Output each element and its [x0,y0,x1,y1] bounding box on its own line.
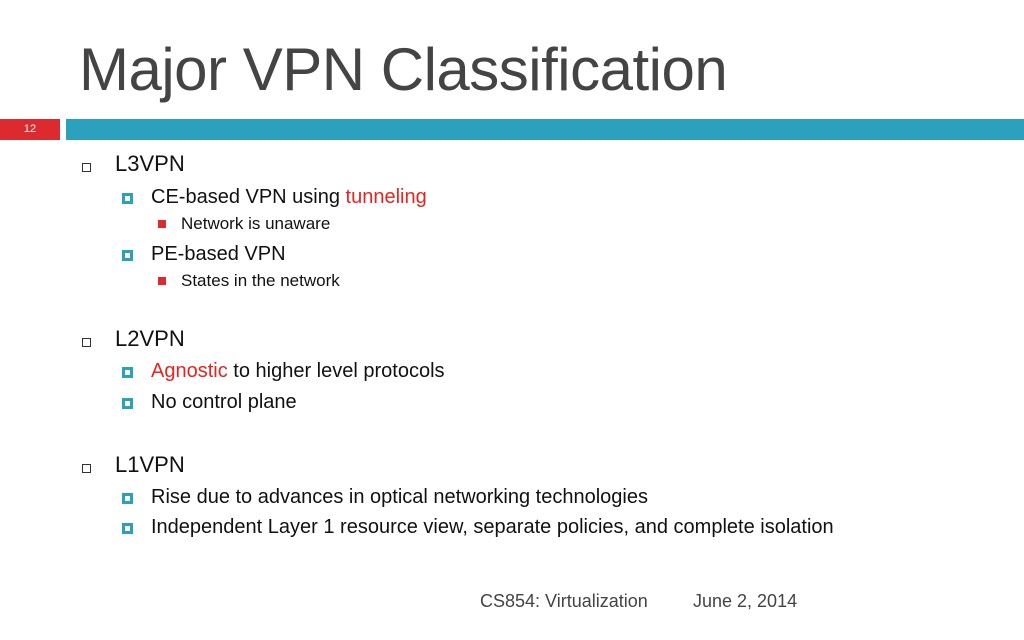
tunneling-highlight: tunneling [345,186,427,208]
bullet-states-in-network: States in the network [181,271,340,290]
red-square-bullet-icon [158,277,166,285]
hollow-square-bullet-icon [82,464,91,473]
bullet-l2vpn: L2VPN [115,326,185,351]
bullet-ce-based-vpn: CE-based VPN using tunneling [151,185,427,209]
bullet-network-unaware: Network is unaware [181,214,331,233]
bullet-rise-optical: Rise due to advances in optical networki… [151,486,648,508]
teal-square-bullet-icon [122,193,133,204]
agnostic-highlight: Agnostic [151,360,228,382]
teal-square-bullet-icon [122,250,133,261]
red-square-bullet-icon [158,220,166,228]
bullet-pe-based-vpn: PE-based VPN [151,243,286,265]
hollow-square-bullet-icon [82,338,91,347]
teal-square-bullet-icon [122,493,133,504]
bullet-l3vpn: L3VPN [115,151,185,176]
slide-number-badge: 12 [0,119,60,140]
teal-square-bullet-icon [122,367,133,378]
header-divider-bar [66,119,1024,140]
ce-based-text: CE-based VPN using [151,186,346,208]
bullet-no-control-plane: No control plane [151,391,297,413]
hollow-square-bullet-icon [82,163,91,172]
teal-square-bullet-icon [122,523,133,534]
bullet-independent-layer1: Independent Layer 1 resource view, separ… [151,516,834,538]
footer-date: June 2, 2014 [693,591,798,611]
slide-title: Major VPN Classification [79,36,728,103]
footer-course: CS854: Virtualization [480,591,648,611]
agnostic-rest-text: to higher level protocols [227,360,445,382]
bullet-agnostic: Agnostic to higher level protocols [151,359,445,383]
bullet-l1vpn: L1VPN [115,452,185,477]
teal-square-bullet-icon [122,398,133,409]
